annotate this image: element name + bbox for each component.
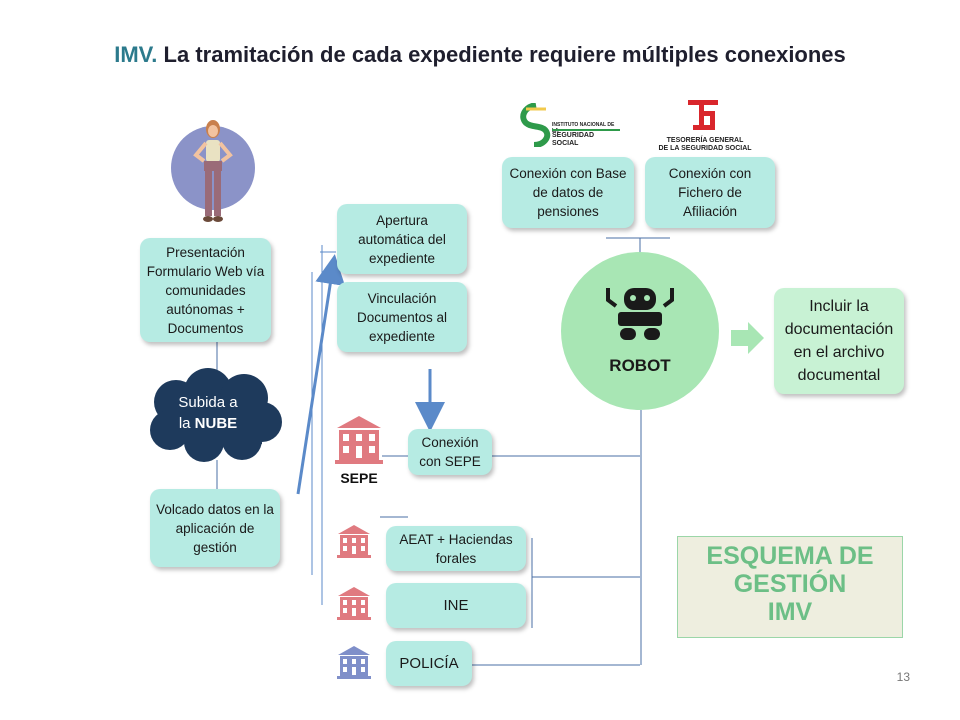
aeat-box: AEAT + Haciendas forales: [386, 526, 526, 571]
seg-social-small-text: INSTITUTO NACIONAL DE LA: [552, 122, 615, 134]
esquema-line2: GESTIÓN: [733, 570, 847, 598]
vinculacion-box: Vinculación Documentos al expediente: [337, 282, 467, 352]
volcado-text: Volcado datos en la aplicación de gestió…: [156, 501, 274, 555]
nube-label: Subida a la NUBE: [148, 392, 268, 434]
nube-bold: NUBE: [194, 415, 238, 432]
aeat-building-icon: [337, 525, 371, 558]
esquema-line3: IMV: [767, 598, 813, 626]
arrow-volcado-apertura: [296, 254, 346, 495]
tesoreria-text: TESORERÍA GENERAL DE LA SEGURIDAD SOCIAL: [658, 137, 752, 152]
conexion-sepe-text: Conexión con SEPE: [419, 435, 481, 469]
conexion-pensiones-text: Conexión con Base de datos de pensiones: [509, 166, 627, 219]
aeat-text: AEAT + Haciendas forales: [399, 531, 513, 566]
tesoreria-logo-icon: [688, 100, 718, 130]
policia-text: POLICÍA: [399, 655, 459, 672]
nube-line1: Subida a: [178, 394, 238, 411]
ine-box: INE: [386, 583, 526, 628]
robot-icon: [606, 288, 674, 340]
conexion-afiliacion-text: Conexión con Fichero de Afiliación: [668, 166, 752, 219]
nube-line2: la NUBE: [178, 415, 238, 432]
arrow-robot-incluir: [731, 322, 764, 354]
apertura-text: Apertura automática del expediente: [358, 212, 446, 266]
title-rest: La tramitación de cada expediente requie…: [157, 42, 846, 67]
conexion-pensiones-box: Conexión con Base de datos de pensiones: [502, 157, 634, 228]
apertura-box: Apertura automática del expediente: [337, 204, 467, 274]
sepe-label: SEPE: [340, 470, 378, 486]
page-number: 13: [896, 670, 910, 684]
page-title: IMV. La tramitación de cada expediente r…: [0, 42, 960, 68]
incluir-box: Incluir la documentación en el archivo d…: [774, 288, 904, 394]
policia-building-icon: [337, 646, 371, 679]
conexion-sepe-box: Conexión con SEPE: [408, 429, 492, 475]
esquema-line1: ESQUEMA DE: [706, 542, 874, 570]
title-lead: IMV.: [114, 42, 158, 67]
robot-label: ROBOT: [609, 356, 671, 375]
seguridad-social-logo-icon: [520, 103, 551, 147]
policia-box: POLICÍA: [386, 641, 472, 686]
sepe-building-icon: [335, 416, 383, 464]
ine-text: INE: [443, 597, 469, 614]
vinculacion-text: Vinculación Documentos al expediente: [356, 290, 448, 344]
conexion-afiliacion-box: Conexión con Fichero de Afiliación: [645, 157, 775, 228]
presentacion-text: Presentación Formulario Web vía comunida…: [146, 244, 265, 336]
robot-circle: [561, 252, 719, 410]
volcado-box: Volcado datos en la aplicación de gestió…: [150, 489, 280, 567]
woman-illustration: [171, 120, 255, 222]
ine-building-icon: [337, 587, 371, 620]
seg-social-text: SEGURIDAD SOCIAL: [552, 129, 620, 148]
cloud-shape: [150, 368, 282, 462]
incluir-text: Incluir la documentación en el archivo d…: [784, 298, 894, 384]
presentacion-box: Presentación Formulario Web vía comunida…: [140, 238, 271, 342]
esquema-gestion-panel: ESQUEMA DE GESTIÓN IMV: [677, 536, 903, 638]
